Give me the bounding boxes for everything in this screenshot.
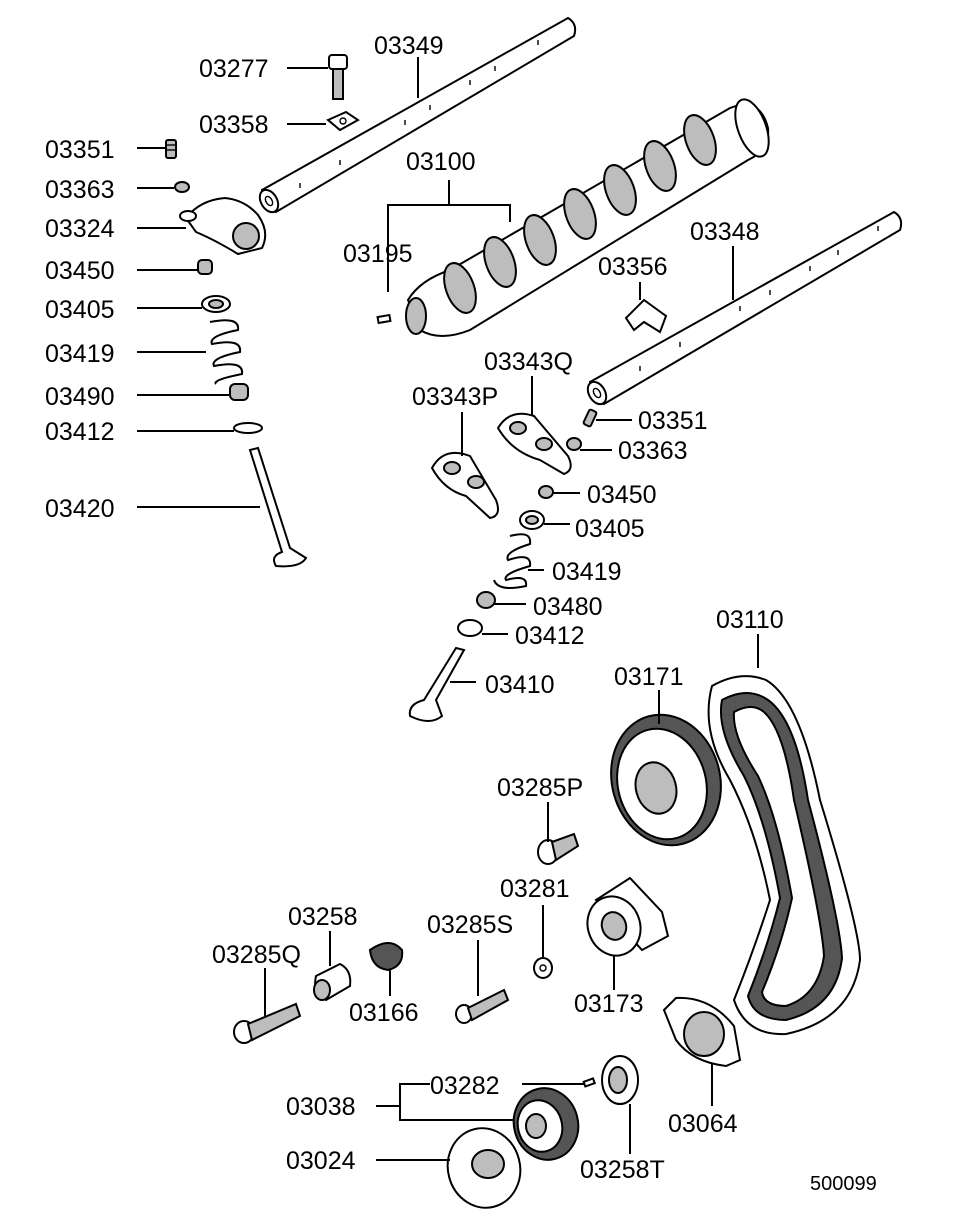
bolt-03277 xyxy=(328,54,348,100)
rocker-shaft-upper xyxy=(258,16,577,214)
label-03358: 03358 xyxy=(199,111,269,139)
label-03166: 03166 xyxy=(349,999,419,1027)
seal-03258T xyxy=(601,1055,639,1105)
clip-03358 xyxy=(326,110,360,132)
label-03110: 03110 xyxy=(716,606,784,634)
retainer-03405-right xyxy=(519,510,545,530)
label-03412-left: 03412 xyxy=(45,418,115,446)
label-03419-left: 03419 xyxy=(45,340,115,368)
adjusting-screw-03351 xyxy=(165,139,177,159)
label-03038: 03038 xyxy=(286,1093,356,1121)
label-03277: 03277 xyxy=(199,55,269,83)
label-03412-right: 03412 xyxy=(515,622,585,650)
oil-seal-03064 xyxy=(662,996,742,1068)
nut-03363-left xyxy=(174,181,190,193)
label-03171: 03171 xyxy=(614,663,684,691)
valve-03420 xyxy=(248,446,308,568)
label-03363-left: 03363 xyxy=(45,176,115,204)
label-03285Q: 03285Q xyxy=(212,941,301,969)
leader-lines xyxy=(137,57,759,1161)
rocker-shaft-lower xyxy=(586,210,903,406)
label-03064: 03064 xyxy=(668,1110,738,1138)
rocker-arm-03324 xyxy=(179,196,267,256)
label-03173: 03173 xyxy=(574,990,644,1018)
bolt-03285P xyxy=(537,832,580,865)
rocker-arm-03343P xyxy=(430,452,499,520)
seal-03480 xyxy=(476,591,496,609)
label-03282: 03282 xyxy=(430,1072,500,1100)
label-03258T: 03258T xyxy=(580,1156,665,1184)
label-03450-left: 03450 xyxy=(45,257,115,285)
seat-03412-left xyxy=(233,422,263,434)
collet-03450-left xyxy=(197,259,213,275)
label-03363-right: 03363 xyxy=(618,437,688,465)
flange-03024 xyxy=(446,1127,522,1209)
label-03281: 03281 xyxy=(500,875,570,903)
spring-03166 xyxy=(368,942,404,972)
seal-03490 xyxy=(229,383,249,401)
part-labels: 03277 03349 03358 03351 03363 03324 0345… xyxy=(45,32,877,1195)
label-03450-right: 03450 xyxy=(587,481,657,509)
label-03410: 03410 xyxy=(485,671,555,699)
bolt-03285Q xyxy=(233,1002,302,1044)
camshaft-sprocket-03171 xyxy=(610,713,722,847)
crank-sprocket-03038 xyxy=(512,1087,580,1161)
label-03195: 03195 xyxy=(343,240,413,268)
label-03419-right: 03419 xyxy=(552,558,622,586)
label-03343Q: 03343Q xyxy=(484,348,573,376)
label-03420: 03420 xyxy=(45,495,115,523)
washer-03281 xyxy=(533,957,553,979)
label-03351-right: 03351 xyxy=(638,407,708,435)
label-03480: 03480 xyxy=(533,593,603,621)
label-03405-left: 03405 xyxy=(45,296,115,324)
nut-03363-right xyxy=(566,437,582,451)
pin-03195 xyxy=(376,313,392,325)
label-03349: 03349 xyxy=(374,32,444,60)
label-03100: 03100 xyxy=(406,148,476,176)
spring-03419-left xyxy=(209,319,244,385)
clip-03356 xyxy=(624,298,668,334)
label-03351-left: 03351 xyxy=(45,136,115,164)
key-03282 xyxy=(582,1077,597,1088)
tensioner-03173 xyxy=(586,876,670,957)
retainer-03405-left xyxy=(201,295,231,313)
adjusting-screw-03351-right xyxy=(582,408,598,428)
bolt-03285S xyxy=(455,988,510,1024)
collet-03450-right xyxy=(538,485,554,499)
label-03356: 03356 xyxy=(598,253,668,281)
label-03285P: 03285P xyxy=(497,774,583,802)
label-03348: 03348 xyxy=(690,218,760,246)
label-03490: 03490 xyxy=(45,383,115,411)
rocker-arm-03343Q xyxy=(496,412,572,476)
camshaft-03100 xyxy=(405,98,770,337)
figure-code: 500099 xyxy=(810,1173,877,1195)
label-03258: 03258 xyxy=(288,903,358,931)
label-03324: 03324 xyxy=(45,215,115,243)
label-03405-right: 03405 xyxy=(575,515,645,543)
spacer-03258 xyxy=(313,962,352,1002)
label-03285S: 03285S xyxy=(427,911,513,939)
label-03343P: 03343P xyxy=(412,383,498,411)
label-03024: 03024 xyxy=(286,1147,356,1175)
valve-03410 xyxy=(408,646,466,722)
spring-03419-right xyxy=(493,533,532,589)
timing-belt-03110 xyxy=(707,675,862,1036)
seat-03412-right xyxy=(457,619,483,637)
